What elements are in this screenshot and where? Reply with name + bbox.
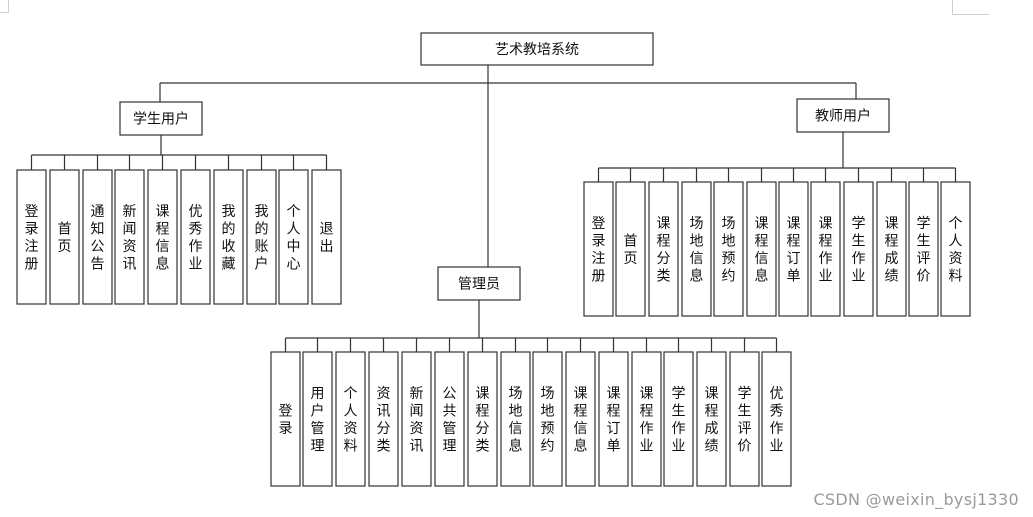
leaf-node-label: 课程分类 — [657, 216, 671, 285]
leaf-node-box — [302, 351, 333, 487]
leaf-node-label: 学生评价 — [917, 216, 931, 285]
leaf-node-label: 登录 — [279, 403, 293, 437]
leaf-node-label: 课程作业 — [819, 216, 833, 285]
leaf-node-box — [401, 351, 432, 487]
leaf-node-label: 退出 — [320, 221, 334, 255]
leaf-node-label: 学生作业 — [852, 216, 866, 285]
leaf-node-box — [713, 181, 744, 317]
leaf-node-box — [583, 181, 614, 317]
leaf-node-box — [467, 351, 498, 487]
leaf-node-box — [500, 351, 531, 487]
leaf-node-label: 资讯分类 — [377, 386, 391, 455]
leaf-node-box — [311, 169, 342, 305]
leaf-node-label: 公共管理 — [443, 386, 457, 455]
leaf-node-box — [778, 181, 809, 317]
leaf-node-label: 个人中心 — [287, 204, 301, 273]
leaf-node-label: 新闻资讯 — [410, 386, 424, 455]
leaf-node-label: 课程作业 — [640, 386, 654, 455]
leaf-node-label: 学生作业 — [672, 386, 686, 455]
leaf-node-label: 首页 — [624, 233, 638, 267]
leaf-node-box — [532, 351, 563, 487]
root-node-label: 艺术教培系统 — [495, 42, 579, 58]
leaf-node-label: 通知公告 — [91, 204, 105, 273]
branch-admin-label: 管理员 — [458, 277, 500, 293]
page-corner-mark-right — [952, 0, 989, 15]
leaf-node-box — [147, 169, 178, 305]
leaf-node-box — [114, 169, 145, 305]
leaf-node-label: 我的账户 — [255, 204, 269, 273]
leaf-node-box — [663, 351, 694, 487]
leaf-node-box — [82, 169, 113, 305]
leaf-node-box — [278, 169, 309, 305]
leaf-node-box — [565, 351, 596, 487]
leaf-node-box — [876, 181, 907, 317]
leaf-node-box — [270, 351, 301, 487]
root-node-box — [420, 32, 654, 66]
leaf-node-label: 新闻资讯 — [123, 204, 137, 273]
leaf-node-label: 优秀作业 — [770, 386, 784, 455]
leaf-node-box — [213, 169, 244, 305]
leaf-node-label: 个人资料 — [949, 216, 963, 285]
leaf-node-label: 课程分类 — [476, 386, 490, 455]
leaf-node-box — [49, 169, 80, 305]
leaf-node-box — [843, 181, 874, 317]
leaf-node-box — [746, 181, 777, 317]
leaf-node-label: 用户管理 — [311, 386, 325, 455]
branch-student-label: 学生用户 — [133, 111, 189, 128]
leaf-node-label: 课程信息 — [755, 216, 769, 285]
leaf-node-box — [631, 351, 662, 487]
leaf-node-label: 课程信息 — [156, 204, 170, 273]
leaf-node-label: 场地信息 — [690, 216, 704, 285]
leaf-node-label: 学生评价 — [738, 386, 752, 455]
leaf-node-box — [696, 351, 727, 487]
leaf-node-label: 课程订单 — [607, 386, 621, 455]
leaf-node-box — [908, 181, 939, 317]
leaf-node-label: 我的收藏 — [222, 204, 236, 273]
leaf-node-label: 个人资料 — [344, 386, 358, 455]
page-corner-mark-left — [0, 0, 9, 13]
leaf-node-box — [761, 351, 792, 487]
leaf-node-label: 课程订单 — [787, 216, 801, 285]
branch-teacher-label: 教师用户 — [815, 108, 871, 125]
leaf-node-box — [246, 169, 277, 305]
leaf-node-label: 首页 — [58, 221, 72, 255]
leaf-node-box — [648, 181, 679, 317]
leaf-node-label: 场地预约 — [541, 386, 555, 455]
leaf-node-label: 课程信息 — [574, 386, 588, 455]
leaf-node-box — [434, 351, 465, 487]
leaf-node-label: 登录注册 — [25, 204, 39, 273]
watermark: CSDN @weixin_bysj1330 — [813, 490, 1019, 509]
leaf-node-label: 课程成绩 — [885, 216, 899, 285]
leaf-node-box — [598, 351, 629, 487]
leaf-node-label: 场地信息 — [509, 386, 523, 455]
leaf-node-box — [615, 181, 646, 317]
branch-admin-box — [437, 266, 521, 301]
leaf-node-box — [368, 351, 399, 487]
leaf-node-box — [810, 181, 841, 317]
leaf-node-box — [940, 181, 971, 317]
leaf-node-label: 场地预约 — [722, 216, 736, 285]
leaf-node-box — [180, 169, 211, 305]
leaf-node-label: 登录注册 — [592, 216, 606, 285]
leaf-node-box — [681, 181, 712, 317]
leaf-node-box — [16, 169, 47, 305]
leaf-node-box — [335, 351, 366, 487]
leaf-node-label: 优秀作业 — [189, 204, 203, 273]
leaf-node-box — [729, 351, 760, 487]
leaf-node-label: 课程成绩 — [705, 386, 719, 455]
